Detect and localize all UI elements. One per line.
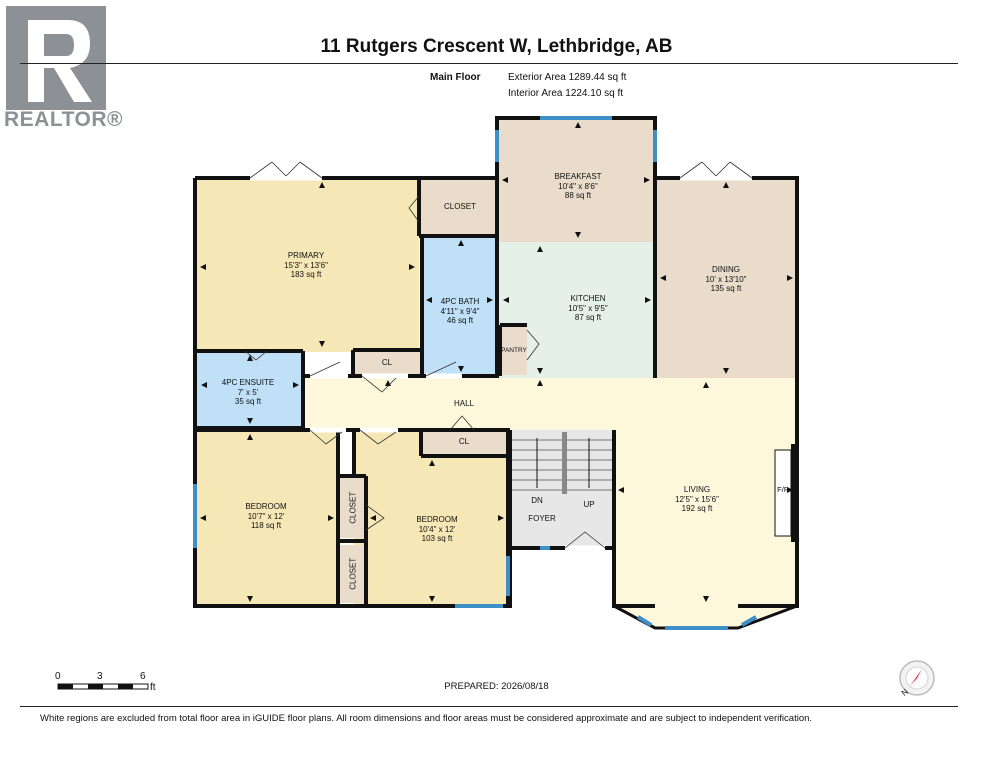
room-primary-dims: 15'3" x 13'6"	[284, 260, 328, 270]
stairs-up-label: UP	[583, 500, 595, 509]
room-kitchen: KITCHEN 10'5" x 9'5" 87 sq ft	[548, 294, 628, 323]
disclaimer: White regions are excluded from total fl…	[40, 713, 813, 724]
breakfast-fill	[497, 118, 655, 242]
room-bath-dims: 4'11" x 9'4"	[440, 306, 480, 316]
prepared-date: PREPARED: 2026/08/18	[444, 681, 549, 692]
room-living: LIVING 12'5" x 15'6" 192 sq ft	[657, 485, 737, 514]
stairs-down-label: DN	[531, 496, 543, 505]
room-bath: 4PC BATH 4'11" x 9'4" 46 sq ft	[420, 297, 500, 326]
door-gaps	[250, 175, 752, 551]
room-living-area: 192 sq ft	[681, 504, 713, 513]
room-bedroom1-dims: 10'7" x 12'	[247, 511, 285, 521]
cl-foyer-fill	[421, 430, 507, 456]
room-bedroom2: BEDROOM 10'4" x 12' 103 sq ft	[397, 515, 477, 544]
closet-v1-label: CLOSET	[348, 491, 358, 524]
bedroom2-fill	[354, 430, 508, 606]
closet-primary-label: CLOSET	[443, 202, 476, 211]
room-bedroom2-area: 103 sq ft	[421, 534, 453, 543]
scale-tick-0: 0	[55, 671, 61, 682]
exterior-area: Exterior Area 1289.44 sq ft	[508, 72, 627, 83]
floor-name: Main Floor	[430, 72, 481, 83]
room-bedroom1: BEDROOM 10'7" x 12' 118 sq ft	[226, 502, 306, 531]
closet-v2-fill	[340, 545, 366, 603]
room-kitchen-name: KITCHEN	[570, 294, 606, 303]
scale-bar	[57, 683, 149, 690]
closet-v2-label: CLOSET	[348, 557, 358, 590]
dimension-ticks	[200, 122, 793, 602]
room-breakfast: BREAKFAST 10'4" x 8'6" 88 sq ft	[538, 172, 618, 201]
room-living-dims: 12'5" x 15'6"	[675, 494, 719, 504]
room-bedroom2-name: BEDROOM	[416, 515, 458, 524]
room-bedroom2-dims: 10'4" x 12'	[418, 524, 456, 534]
closet-primary-fill	[419, 178, 497, 236]
room-breakfast-name: BREAKFAST	[554, 172, 602, 181]
room-dining: DINING 10' x 13'10" 135 sq ft	[686, 265, 766, 294]
room-ensuite-dims: 7' x 5'	[237, 387, 259, 397]
room-kitchen-area: 87 sq ft	[574, 313, 602, 322]
bath-fill	[422, 238, 497, 376]
bedroom1-fill	[195, 430, 338, 606]
cl-foyer-label: CL	[458, 437, 470, 446]
cl-hall-fill	[353, 350, 421, 376]
header-divider	[20, 63, 958, 64]
realtor-wordmark: REALTOR®	[4, 108, 124, 131]
room-ensuite-area: 35 sq ft	[234, 397, 262, 406]
closet-v1-fill	[340, 478, 366, 538]
door-swings	[244, 161, 753, 549]
room-kitchen-dims: 10'5" x 9'5"	[568, 303, 608, 313]
room-bedroom1-area: 118 sq ft	[250, 521, 282, 530]
room-bath-name: 4PC BATH	[440, 297, 480, 306]
primary-room-fill	[195, 178, 419, 352]
dining-fill	[655, 178, 797, 378]
scale-tick-6: 6	[140, 671, 146, 682]
room-bath-area: 46 sq ft	[446, 316, 474, 325]
room-breakfast-dims: 10'4" x 8'6"	[558, 181, 598, 191]
windows	[193, 116, 757, 630]
pantry-label: PANTRY	[501, 347, 527, 354]
scale-unit: ft	[150, 682, 156, 693]
interior-area: Interior Area 1224.10 sq ft	[508, 88, 624, 99]
pantry-fill	[500, 325, 527, 375]
stairs	[512, 438, 612, 491]
foyer-label: FOYER	[528, 514, 556, 523]
room-bedroom1-name: BEDROOM	[245, 502, 287, 511]
room-dining-area: 135 sq ft	[710, 284, 742, 293]
room-breakfast-area: 88 sq ft	[564, 191, 592, 200]
stair-divider	[562, 432, 567, 494]
room-living-name: LIVING	[683, 485, 711, 494]
scale-tick-3: 3	[97, 671, 103, 682]
room-primary-area: 183 sq ft	[290, 270, 322, 279]
cl-hall-label: CL	[381, 358, 393, 367]
realtor-logo-icon	[6, 6, 106, 110]
room-primary-name: PRIMARY	[287, 251, 325, 260]
room-ensuite-name: 4PC ENSUITE	[221, 378, 275, 387]
room-ensuite: 4PC ENSUITE 7' x 5' 35 sq ft	[208, 378, 288, 407]
room-primary: PRIMARY 15'3" x 13'6" 183 sq ft	[266, 251, 346, 280]
compass-icon	[899, 660, 935, 696]
hall-label: HALL	[453, 399, 474, 408]
room-dining-dims: 10' x 13'10"	[705, 274, 747, 284]
room-dining-name: DINING	[712, 265, 740, 274]
living-fill	[614, 378, 797, 606]
page-title: 11 Rutgers Crescent W, Lethbridge, AB	[320, 36, 673, 57]
footer-divider	[20, 706, 958, 707]
fireplace-hearth	[791, 444, 796, 542]
fireplace-label: F/P	[777, 485, 789, 494]
ensuite-fill	[197, 351, 302, 427]
